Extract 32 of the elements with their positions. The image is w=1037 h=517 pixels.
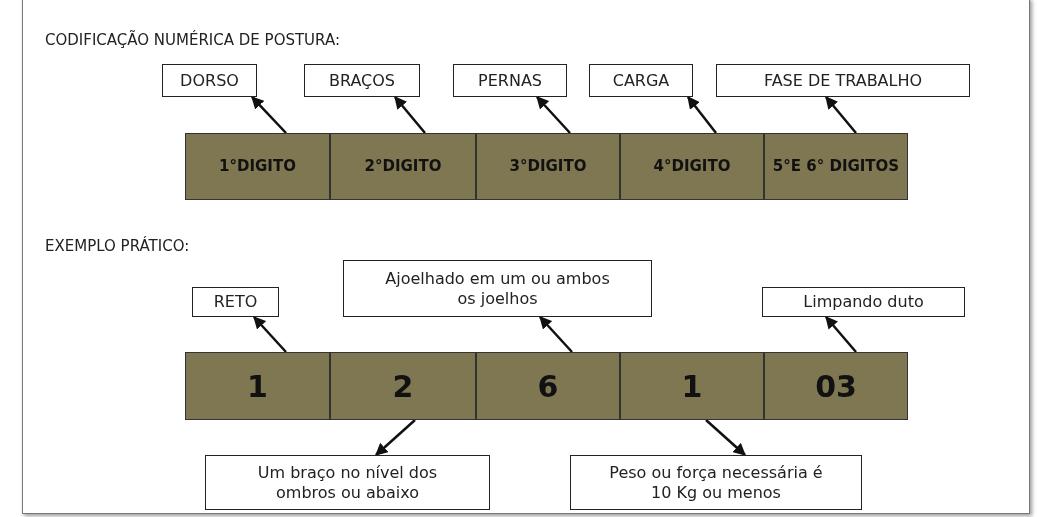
arrow bbox=[825, 96, 857, 134]
arrow bbox=[394, 96, 426, 134]
label-box: Limpando duto bbox=[762, 287, 965, 317]
label-box: DORSO bbox=[162, 64, 257, 97]
arrow bbox=[705, 419, 746, 456]
label-box: Um braço no nível dos ombros ou abaixo bbox=[205, 455, 490, 510]
digit-cell: 5°E 6° DIGITOS bbox=[764, 133, 908, 200]
digit-cell: 1 bbox=[185, 352, 330, 420]
arrow bbox=[251, 96, 287, 134]
arrow bbox=[253, 316, 287, 353]
label-box: BRAÇOS bbox=[304, 64, 420, 97]
label-box: PERNAS bbox=[453, 64, 567, 97]
digit-cell: 3°DIGITO bbox=[476, 133, 620, 200]
label-box: CARGA bbox=[589, 64, 693, 97]
label-box: Peso ou força necessária é 10 Kg ou menos bbox=[570, 455, 862, 510]
digit-cell: 1 bbox=[620, 352, 764, 420]
section-heading: CODIFICAÇÃO NUMÉRICA DE POSTURA: bbox=[45, 31, 340, 49]
digit-cell: 4°DIGITO bbox=[620, 133, 764, 200]
digit-cell: 2°DIGITO bbox=[330, 133, 476, 200]
label-box: RETO bbox=[192, 287, 279, 317]
digit-cell: 2 bbox=[330, 352, 476, 420]
digit-cell: 6 bbox=[476, 352, 620, 420]
digit-cell: 03 bbox=[764, 352, 908, 420]
arrow bbox=[536, 96, 571, 134]
digit-cell: 1°DIGITO bbox=[185, 133, 330, 200]
section-heading: EXEMPLO PRÁTICO: bbox=[45, 237, 190, 255]
arrow bbox=[825, 316, 857, 353]
arrow bbox=[539, 316, 573, 353]
arrow bbox=[375, 419, 416, 456]
label-box: FASE DE TRABALHO bbox=[716, 64, 970, 97]
arrow bbox=[687, 96, 717, 134]
label-box: Ajoelhado em um ou ambos os joelhos bbox=[343, 260, 652, 317]
